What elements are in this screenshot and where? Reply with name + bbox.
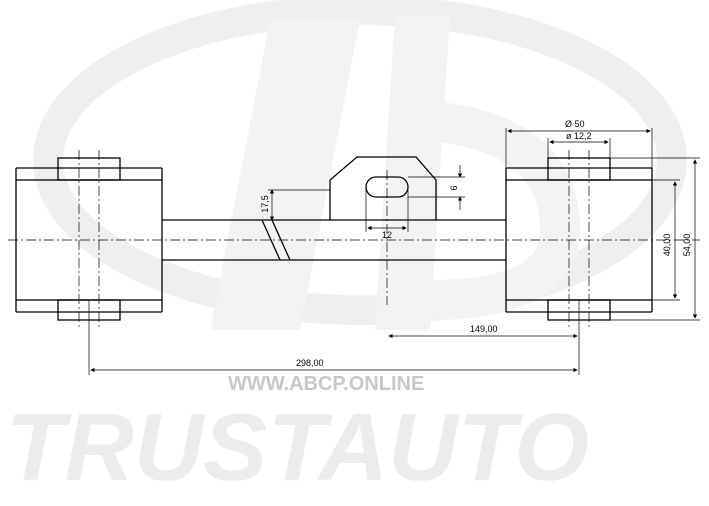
dim-total-length: 298,00: [296, 358, 324, 368]
dim-inner-diameter: ø 12,2: [566, 131, 592, 141]
dim-slot-height: 6: [449, 185, 459, 190]
watermark-url: WWW.ABCP.ONLINE: [228, 373, 424, 395]
watermark-logo: [33, 0, 687, 330]
dimension-lines: [88, 128, 700, 375]
dim-outer-diameter: Ø 50: [565, 119, 585, 129]
center-lines: [8, 150, 700, 330]
dim-bushing-total-width: 54,00: [682, 234, 692, 257]
watermark-brand: TRUSTAUTO: [6, 394, 589, 501]
dim-bushing-width: 40,00: [662, 234, 672, 257]
dim-rod-offset: 17,5: [260, 195, 270, 213]
dim-slot-length: 12: [382, 230, 392, 240]
dim-half-length: 149,00: [470, 324, 498, 334]
